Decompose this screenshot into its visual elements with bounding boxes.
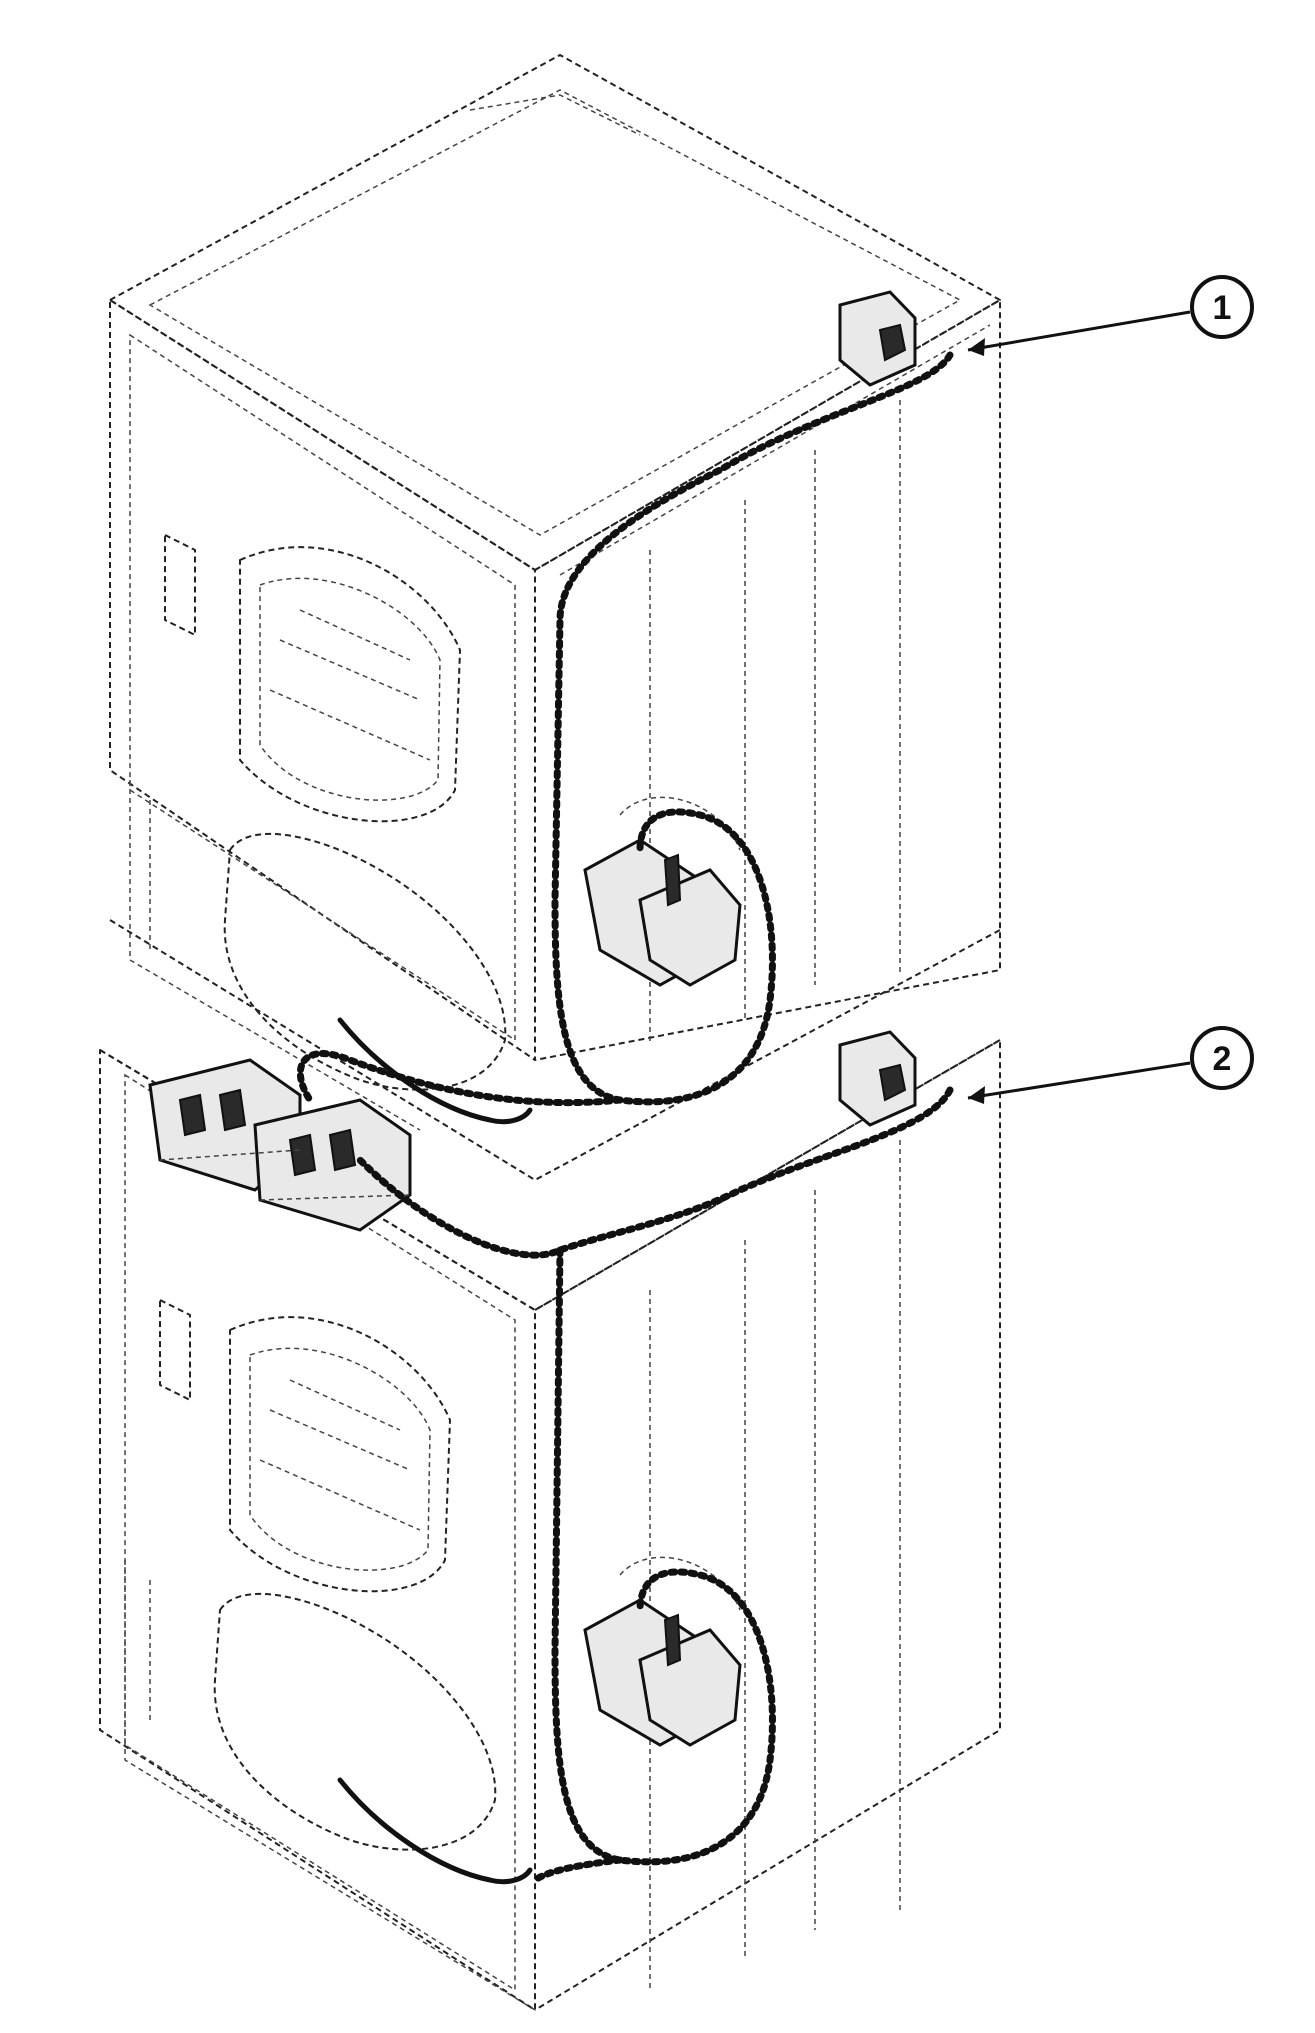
lower-dryer-duct-hose (337, 1777, 533, 1885)
callout-2-circle (1190, 1026, 1254, 1090)
callout-1-circle (1190, 275, 1254, 339)
lower-motor-assembly (583, 1556, 742, 1747)
callout-1-label: 1 (1213, 289, 1232, 327)
lower-dryer-side-panel (534, 1039, 1001, 2011)
callout-1: 1 (967, 275, 1254, 356)
callout-2-leader (967, 1061, 1191, 1100)
upper-dryer-door-handle (164, 534, 196, 636)
upper-dryer-drum (223, 832, 507, 1091)
callout-1-leader (967, 310, 1191, 352)
lower-dryer-drum (213, 1592, 497, 1851)
lower-terminal-block (838, 1030, 917, 1127)
upper-dryer (109, 54, 1001, 1131)
upper-dryer-front-panel (109, 299, 536, 1061)
upper-terminal-block (838, 290, 917, 387)
lower-wiring-harness (356, 1086, 954, 1866)
lower-dryer (99, 919, 1001, 2011)
callout-2-label: 2 (1213, 1040, 1232, 1078)
upper-wiring-harness (551, 351, 954, 1106)
control-box-assembly (148, 1058, 412, 1232)
lower-dryer-top-panel (109, 919, 1001, 1181)
right-control-box (253, 1098, 412, 1232)
lower-dryer-front-panel (99, 1049, 536, 2011)
upper-to-control-harness (296, 1050, 624, 1107)
lower-dryer-door (229, 1316, 451, 1593)
upper-dryer-door (239, 546, 461, 823)
lower-to-base-harness (531, 1856, 624, 1884)
lower-dryer-door-handle (159, 1299, 191, 1401)
upper-dryer-duct-hose (337, 1017, 533, 1125)
callout-2: 2 (967, 1026, 1254, 1104)
